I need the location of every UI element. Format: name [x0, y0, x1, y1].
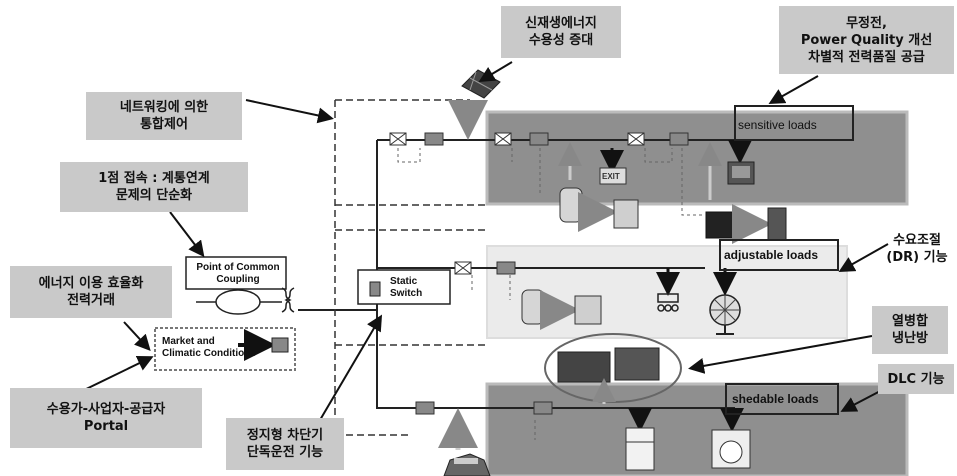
callout-chp: 열병합 냉난방: [872, 306, 948, 354]
battery-icon-2: [575, 296, 601, 324]
flywheel-icon: [706, 212, 736, 238]
label-adjustable-loads: adjustable loads: [724, 248, 818, 262]
ups-icon: [560, 188, 582, 222]
refrigerator-icon: [626, 428, 654, 470]
pcc-ellipse: [216, 290, 260, 314]
label-shedable-loads: shedable loads: [732, 392, 819, 406]
pointer-chp: [692, 336, 872, 368]
electric-car-icon: [444, 454, 490, 476]
callout-portal: 수용가-사업자-공급자 Portal: [10, 388, 202, 448]
pointer-portal: [80, 358, 150, 392]
shedable-zone: [487, 384, 907, 476]
pointer-single-point: [170, 212, 202, 254]
market-meter-icon: [272, 338, 288, 352]
transformer-icon: [282, 288, 294, 312]
pointer-power-quality: [772, 76, 818, 102]
callout-power-quality: 무정전, Power Quality 개선 차별적 전력품질 공급: [779, 6, 954, 74]
label-exit-sign: EXIT: [602, 171, 620, 183]
label-pcc: Point of Common Coupling: [190, 262, 286, 286]
generator-icon-2: [615, 348, 659, 380]
solar-panel-icon: [462, 70, 500, 98]
callout-energy-efficiency: 에너지 이용 효율화 전력거래: [10, 266, 172, 318]
cabinet-icon: [768, 208, 786, 240]
label-market: Market and Climatic Conditions: [162, 336, 256, 360]
callout-static-switch: 정지형 차단기 단독운전 기능: [226, 418, 344, 470]
callout-networking: 네트워킹에 의한 통합제어: [86, 92, 242, 140]
static-switch-meter: [370, 282, 380, 296]
pointer-static-switch: [320, 318, 380, 420]
pointer-renewable: [482, 62, 512, 80]
pointer-energy: [124, 322, 148, 348]
sensitive-zone: [487, 112, 907, 204]
callout-demand-response: 수요조절 (DR) 기능: [878, 232, 956, 266]
callout-dlc: DLC 기능: [878, 364, 954, 394]
generator-icon-1: [558, 352, 610, 382]
label-static-switch: Static Switch: [390, 276, 422, 300]
battery-icon: [614, 200, 638, 228]
pointer-networking: [246, 100, 330, 118]
fuel-cell-icon: [522, 290, 544, 324]
label-sensitive-loads: sensitive loads: [738, 118, 817, 132]
callout-single-point: 1점 접속 : 계통연계 문제의 단순화: [60, 162, 248, 212]
callout-renewable: 신재생에너지 수용성 증대: [501, 6, 621, 58]
